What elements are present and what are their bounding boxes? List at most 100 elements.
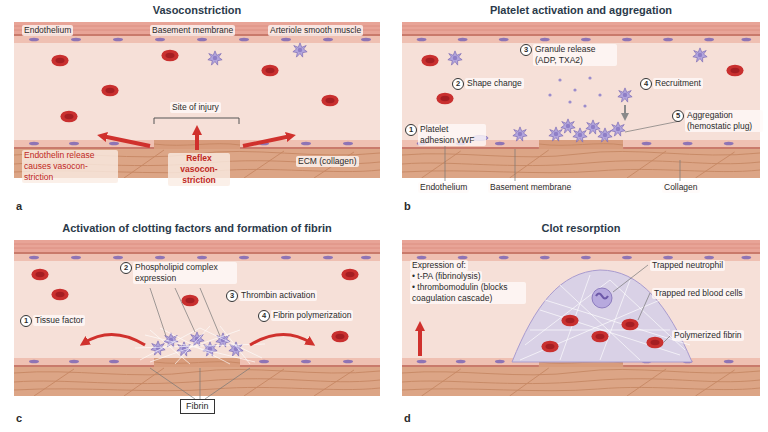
vessel-c-part — [181, 295, 198, 307]
part-label: Fibrin polymerization — [271, 310, 353, 321]
leader-line-part — [613, 265, 648, 292]
vessel-d-part — [596, 294, 608, 299]
part-label: Basement membrane — [488, 182, 573, 193]
fibrin-box: Fibrin — [180, 399, 215, 414]
vessel-c-part-part — [135, 344, 265, 348]
part-label: Expression of: — [410, 260, 468, 271]
leader-line-part — [638, 293, 650, 320]
clotting-arrows — [84, 334, 311, 345]
vessel-d-part — [591, 331, 608, 343]
panel-title: Clot resorption — [402, 222, 760, 235]
vessel-a-part — [261, 65, 278, 77]
callout-number: 4 — [640, 78, 652, 90]
leader-line — [613, 265, 670, 342]
vessel-d-part — [418, 326, 422, 356]
vessel-d-part — [621, 319, 638, 331]
leader-line-part — [515, 149, 516, 181]
part-label: ECM (collagen) — [296, 156, 359, 167]
panel-letter: d — [404, 412, 411, 424]
red-note: Reflex vasocon- striction — [168, 153, 230, 186]
vessel-b-part-part — [573, 88, 576, 91]
box-label: Fibrin — [186, 401, 209, 412]
vessel-a-part — [60, 111, 77, 123]
callout-number: 4 — [258, 310, 270, 322]
part-label: Thrombin activation — [239, 290, 317, 301]
vessel-b-part — [624, 105, 626, 117]
vessel-b-part — [693, 48, 707, 62]
vessel-d-part — [592, 288, 612, 308]
vessel-a-part — [101, 85, 118, 97]
vessel-c-part — [229, 342, 243, 356]
panel-title: Platelet activation and aggregation — [402, 4, 760, 17]
callout-number: 1 — [405, 124, 417, 136]
vessel-b-part-part — [568, 100, 571, 103]
callout-number: 1 — [20, 315, 32, 327]
part-label: Collagen — [662, 182, 700, 193]
callout-number: 3 — [226, 290, 238, 302]
vessel-b-part — [448, 51, 462, 65]
vessel-c — [14, 240, 380, 396]
part-label: Granule release (ADP, TXA2) — [533, 44, 617, 66]
vasoconstriction-arrows-part — [195, 130, 199, 150]
part-label: • thrombomodulin (blocks coagulation cas… — [410, 282, 526, 304]
vessel-b-part — [549, 127, 563, 141]
part-label: Polymerized fibrin — [672, 330, 744, 341]
part-label: • t-PA (fibrinolysis) — [410, 271, 482, 282]
panel-title: Activation of clotting factors and forma… — [14, 222, 380, 235]
vessel-d-part — [512, 270, 692, 362]
red-note: Endothelin release causes vasocon- stric… — [22, 150, 118, 183]
leader-line-part — [150, 288, 166, 336]
part-label: Basement membrane — [150, 25, 235, 36]
vessel-d-part-part — [530, 330, 670, 331]
vessel-c-part — [14, 240, 380, 396]
leader-line-part — [150, 368, 195, 399]
vessel-b-part — [561, 119, 575, 133]
vasoconstriction-arrows-part — [243, 136, 291, 146]
leader-line-part — [445, 146, 446, 181]
part-label: Recruitment — [653, 78, 703, 89]
part-label: Site of injury — [170, 102, 221, 113]
vessel-c-part — [31, 269, 48, 281]
part-label: Trapped neutrophil — [650, 260, 725, 271]
vessel-d-part — [561, 315, 578, 327]
vessel-b-part-part — [548, 93, 551, 96]
vessel-b-part — [573, 128, 587, 142]
part-label: Trapped red blood cells — [652, 288, 745, 299]
vessel-c-part — [190, 332, 204, 346]
vessel-b-part-part — [583, 104, 586, 107]
vessel-d — [402, 240, 760, 396]
vessel-b-part — [436, 93, 453, 105]
vessel-b-part — [513, 127, 527, 141]
vessel-c-part — [135, 326, 265, 364]
callout-number: 2 — [120, 262, 132, 274]
callout-number: 5 — [672, 110, 684, 122]
vessel-a-part — [293, 43, 307, 57]
leader-line — [150, 288, 250, 399]
clotting-arrows-part — [250, 334, 311, 345]
vessel-a-part — [161, 50, 178, 62]
vessel-d-part-part — [560, 285, 640, 360]
part-label: Endothelium — [22, 25, 73, 36]
panel-letter: c — [16, 412, 22, 424]
part-label: Shape change — [465, 78, 524, 89]
vessel-b-part — [611, 122, 625, 136]
leader-line-part — [664, 336, 670, 342]
vasoconstriction-arrows — [102, 130, 291, 150]
leader-line-part — [175, 288, 195, 332]
panel-title: Vasoconstriction — [14, 4, 380, 17]
part-label: Aggregation (hemostatic plug) — [685, 110, 763, 132]
injury-bracket — [154, 118, 239, 124]
vessel-b-part — [618, 88, 632, 102]
vessel-b-part-part — [598, 93, 601, 96]
vessel-d-part — [541, 341, 558, 353]
leader-line-part — [200, 288, 220, 336]
vessel-b — [402, 22, 760, 178]
vessel-a-part — [208, 51, 222, 65]
leader-line-part — [680, 160, 681, 181]
vessel-d-part — [646, 337, 663, 349]
vessel-a-part — [51, 55, 68, 67]
panel-letter: a — [16, 200, 22, 212]
panel-letter: b — [404, 200, 411, 212]
